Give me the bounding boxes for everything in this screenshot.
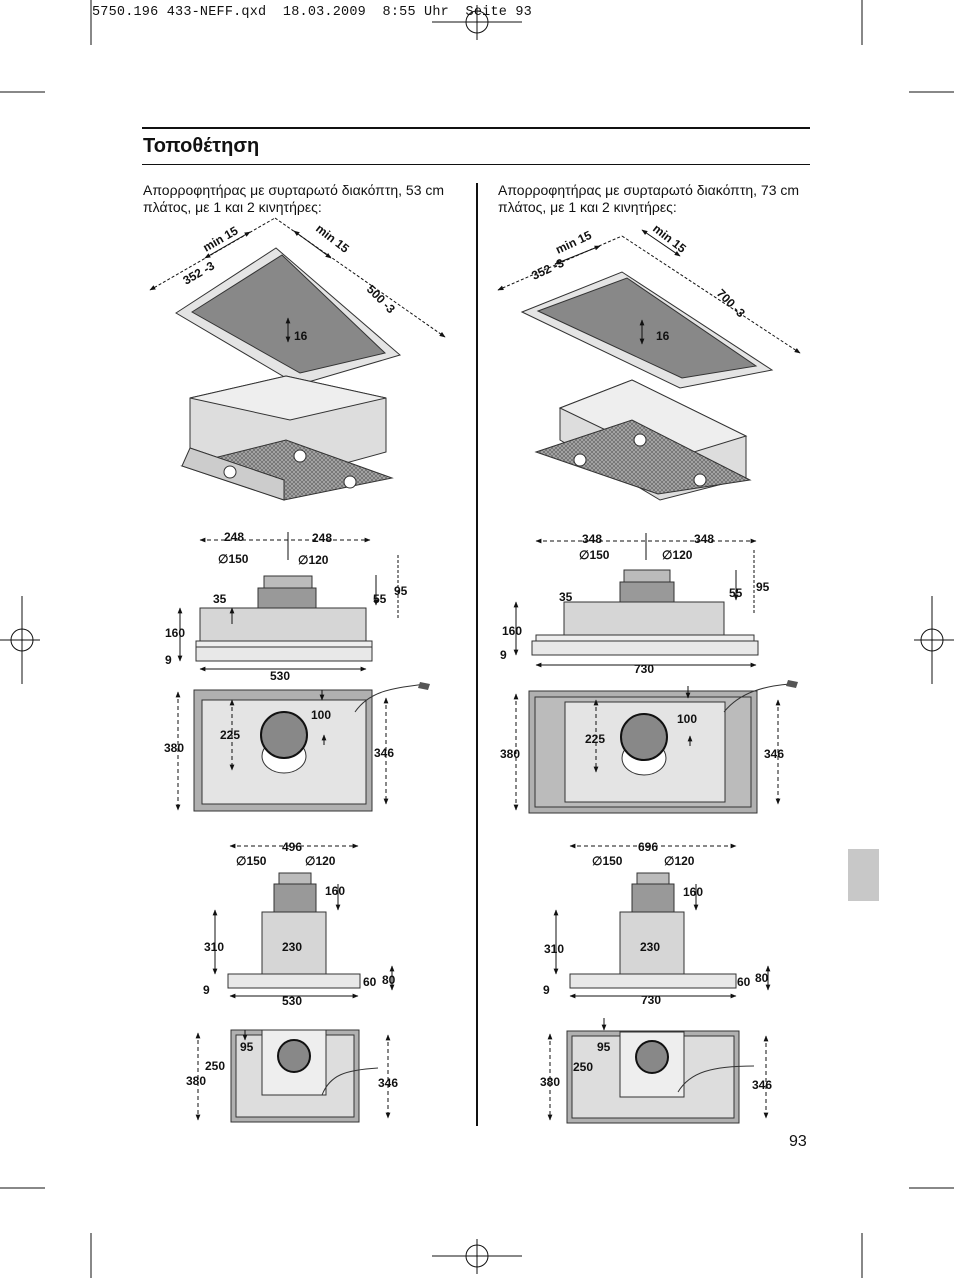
- left-front-d150: ∅150: [218, 552, 249, 566]
- right-front-h9: 9: [500, 648, 507, 662]
- left-side-h9: 9: [203, 983, 210, 997]
- right-plan-d250: 250: [573, 1060, 593, 1074]
- left-intro-text: Απορροφητήρας με συρταρωτό διακόπτη, 53 …: [143, 182, 445, 215]
- left-top-d346: 346: [374, 746, 394, 760]
- left-side-w496: 496: [282, 840, 302, 854]
- right-plan-view: 95 250 380 346: [540, 1018, 772, 1124]
- right-front-d120: ∅120: [662, 548, 693, 562]
- right-front-w2: 348: [694, 532, 714, 546]
- left-front-d120: ∅120: [298, 553, 329, 567]
- right-cutout-frame: 16: [656, 329, 670, 343]
- right-top-d380: 380: [500, 747, 520, 761]
- left-cutout-frame: 16: [294, 329, 308, 343]
- right-hood-perspective: [534, 379, 752, 501]
- left-side-d120: ∅120: [305, 854, 336, 868]
- left-front-w1: 248: [224, 530, 244, 544]
- right-front-d150: ∅150: [579, 548, 610, 562]
- right-front-h160: 160: [502, 624, 522, 638]
- left-top-d225: 225: [220, 728, 240, 742]
- right-cutout-diagram: min 15 min 15 352 -3 700 -3 16: [497, 221, 801, 389]
- right-top-view: 380 100 225 346: [500, 680, 798, 814]
- right-top-d100: 100: [677, 712, 697, 726]
- left-front-h55: 55: [373, 592, 387, 606]
- right-side-d150: ∅150: [592, 854, 623, 868]
- left-side-d150: ∅150: [236, 854, 267, 868]
- right-cutout-width: 352 -3: [529, 256, 566, 283]
- right-front-elevation: 348 348 ∅150 ∅120 35 55 95 160 9 730: [500, 532, 770, 676]
- right-cutout-depth: 700 -3: [714, 286, 748, 320]
- left-cutout-min-b: min 15: [313, 221, 352, 256]
- left-side-h160: 160: [325, 884, 345, 898]
- left-front-w2: 248: [312, 531, 332, 545]
- left-side-w230: 230: [282, 940, 302, 954]
- right-side-h60: 60: [737, 975, 751, 989]
- left-front-h160: 160: [165, 626, 185, 640]
- right-cutout-min-a: min 15: [553, 228, 594, 257]
- left-hood-perspective: [180, 375, 394, 501]
- left-top-d100: 100: [311, 708, 331, 722]
- left-plan-view: 95 250 380 346: [186, 1029, 398, 1123]
- right-plan-w95: 95: [597, 1040, 611, 1054]
- column-divider: [476, 183, 478, 1126]
- title-rule-top: [142, 127, 810, 129]
- left-top-view: 380 100 225 346: [164, 682, 430, 812]
- right-side-elevation: 696 ∅150 ∅120 160 310 230 60 80 9 730: [543, 840, 771, 1007]
- right-side-width: 730: [641, 993, 661, 1007]
- left-side-h80: 80: [382, 973, 396, 987]
- left-plan-w95: 95: [240, 1040, 254, 1054]
- right-side-w696: 696: [638, 840, 658, 854]
- page-title: Τοποθέτηση: [143, 135, 260, 157]
- right-front-width: 730: [634, 662, 654, 676]
- left-cutout-depth: 500 -3: [364, 282, 398, 316]
- left-front-h9: 9: [165, 653, 172, 667]
- right-plan-d380: 380: [540, 1075, 560, 1089]
- right-cutout-min-b: min 15: [650, 221, 689, 256]
- chapter-side-tab: [848, 849, 879, 901]
- right-front-h35: 35: [559, 590, 573, 604]
- right-side-w230: 230: [640, 940, 660, 954]
- left-side-h310: 310: [204, 940, 224, 954]
- left-front-width: 530: [270, 669, 290, 683]
- right-front-h55: 55: [729, 586, 743, 600]
- right-side-d120: ∅120: [664, 854, 695, 868]
- left-side-width: 530: [282, 994, 302, 1008]
- page-number: 93: [789, 1133, 807, 1150]
- right-side-h310: 310: [544, 942, 564, 956]
- print-header: 5750.196 433-NEFF.qxd 18.03.2009 8:55 Uh…: [92, 5, 532, 20]
- right-front-w1: 348: [582, 532, 602, 546]
- title-rule-bottom: [142, 164, 810, 165]
- left-cutout-width: 352 -3: [181, 258, 218, 287]
- right-top-d346: 346: [764, 747, 784, 761]
- right-intro-text: Απορροφητήρας με συρταρωτό διακόπτη, 73 …: [498, 182, 800, 215]
- left-cutout-diagram: min 15 min 15 352 -3 500 -3 16: [149, 217, 446, 386]
- left-plan-d380: 380: [186, 1074, 206, 1088]
- left-plan-d250: 250: [205, 1059, 225, 1073]
- left-side-elevation: 496 ∅150 ∅120 160 310 230 60 80 9 530: [203, 840, 396, 1008]
- right-front-h95: 95: [756, 580, 770, 594]
- right-plan-d346: 346: [752, 1078, 772, 1092]
- right-side-h160: 160: [683, 885, 703, 899]
- right-side-h9: 9: [543, 983, 550, 997]
- left-top-d380: 380: [164, 741, 184, 755]
- left-front-elevation: 248 248 ∅150 ∅120 35 55 95 160 9 530: [165, 530, 408, 683]
- right-top-d225: 225: [585, 732, 605, 746]
- right-side-h80: 80: [755, 971, 769, 985]
- left-side-h60: 60: [363, 975, 377, 989]
- left-front-h35: 35: [213, 592, 227, 606]
- left-front-h95: 95: [394, 584, 408, 598]
- left-plan-d346: 346: [378, 1076, 398, 1090]
